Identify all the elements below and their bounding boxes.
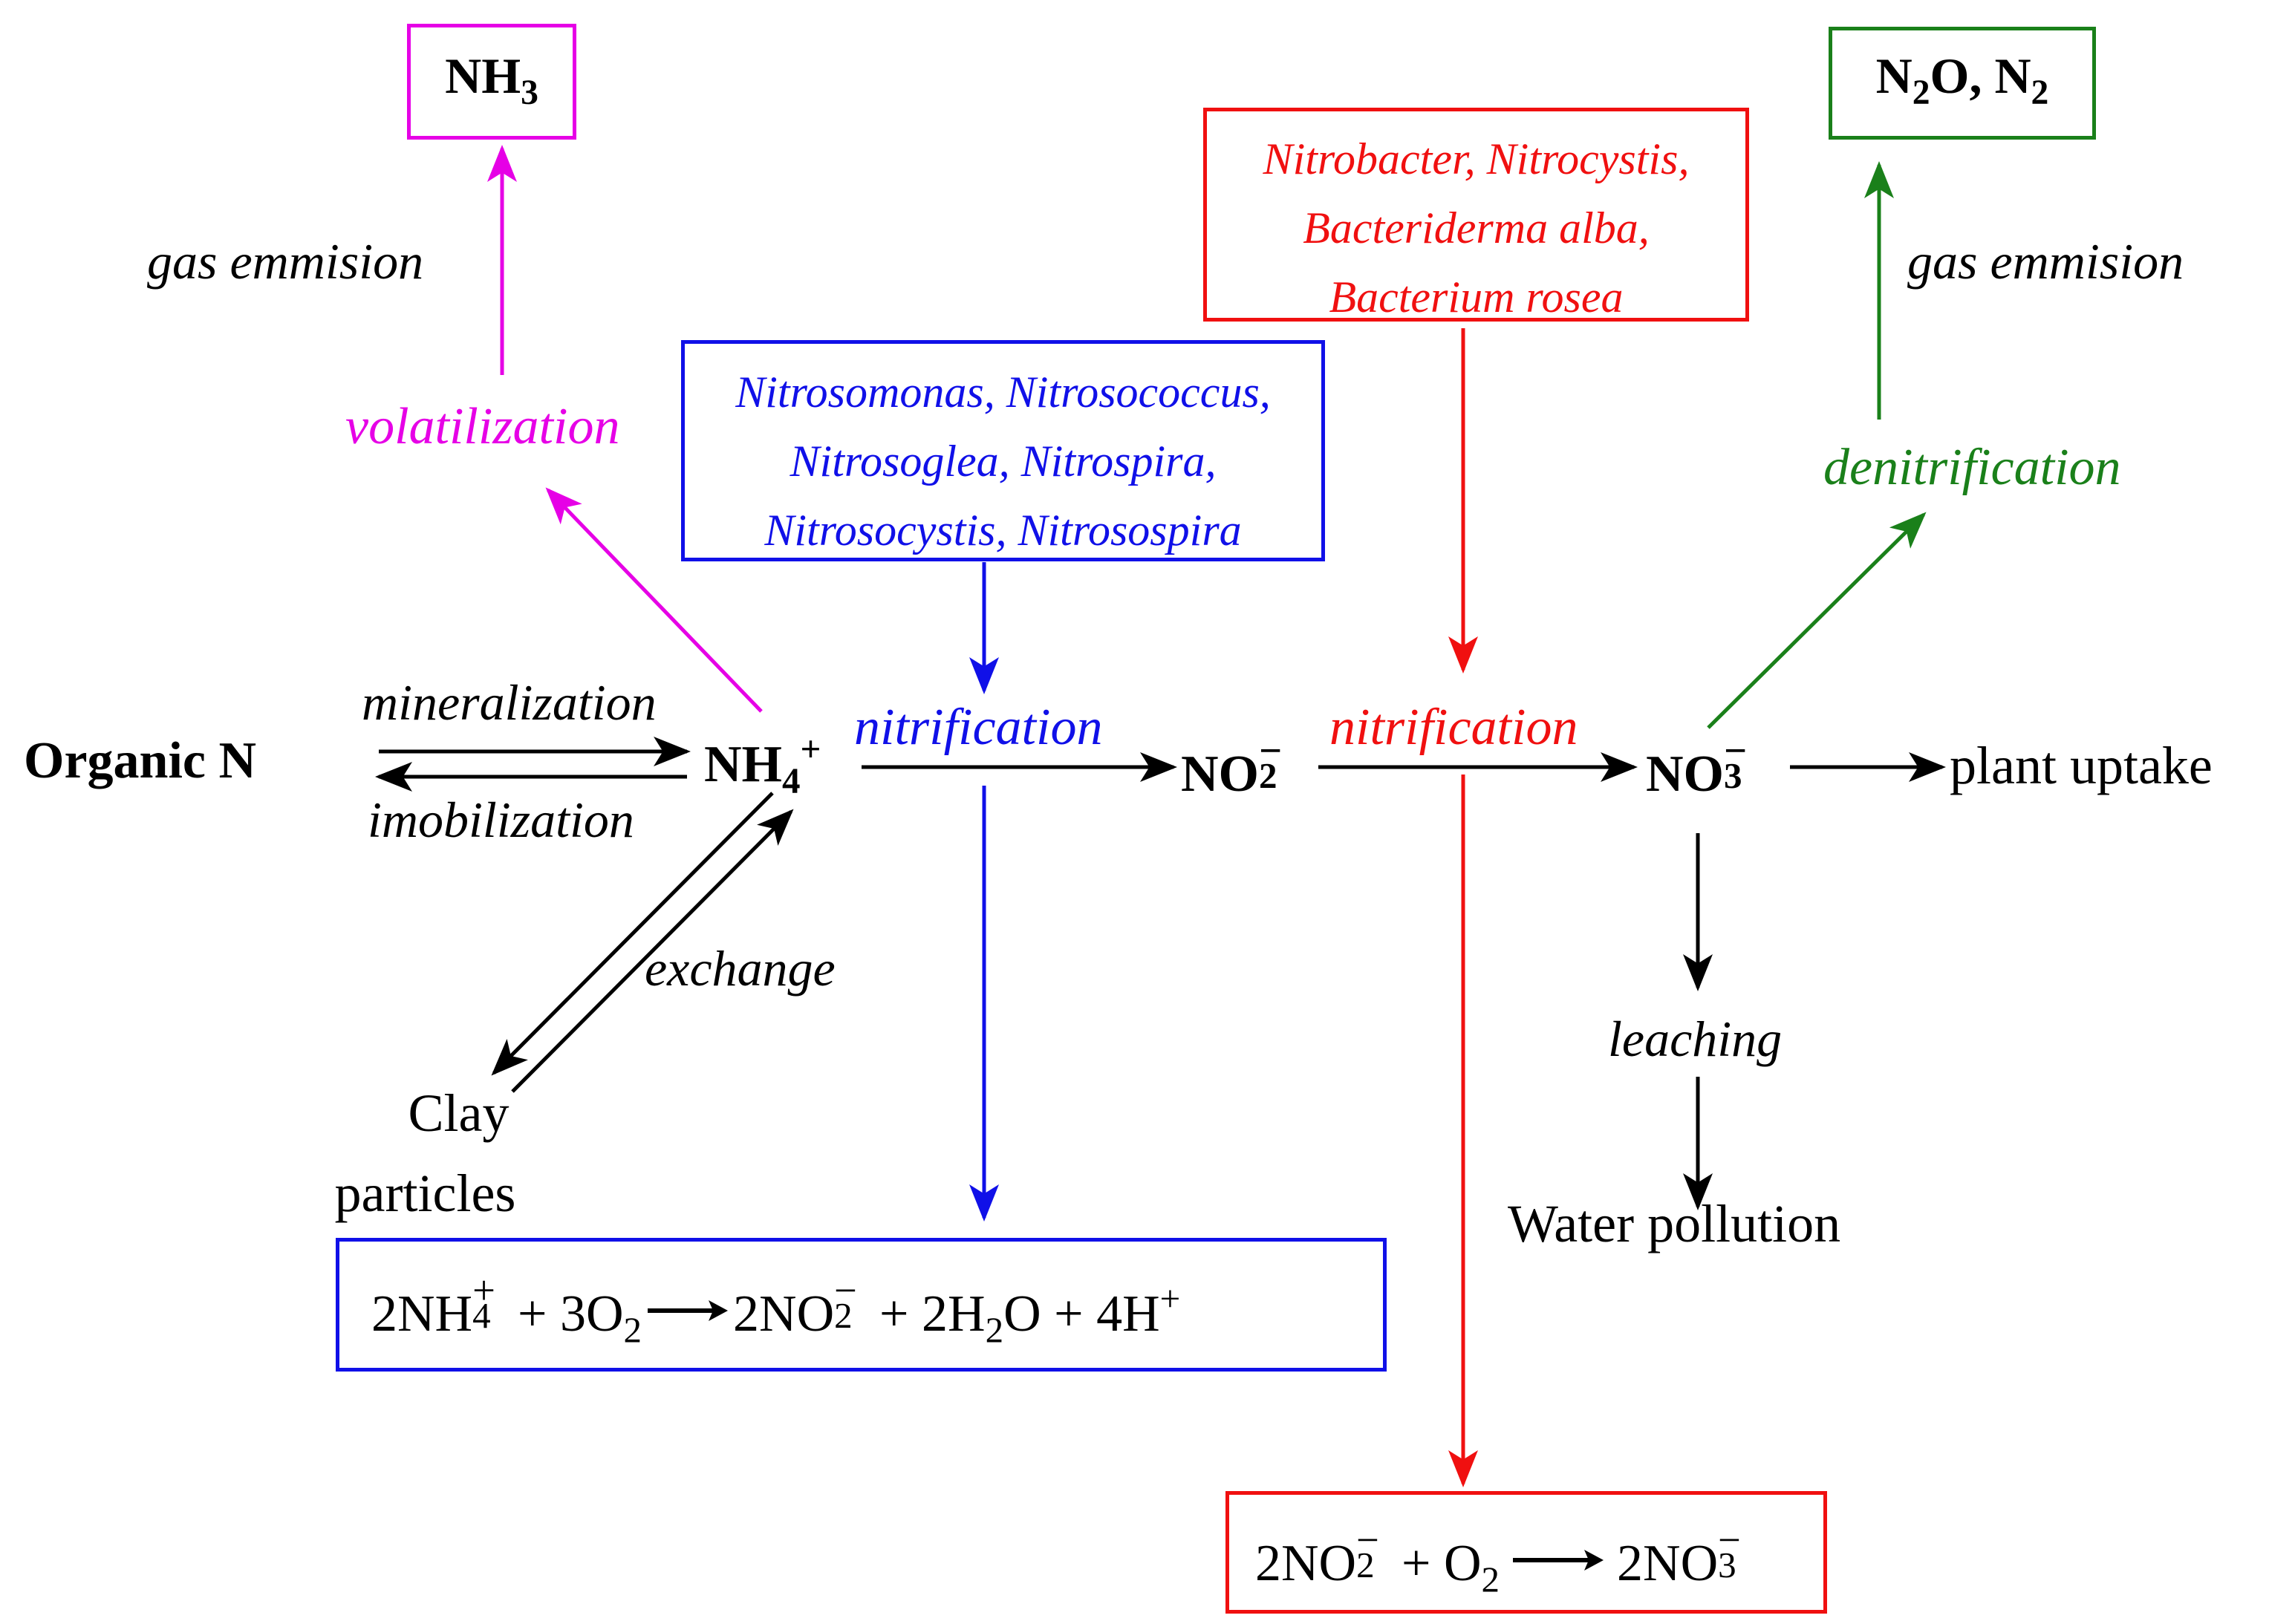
n2o-box xyxy=(1829,27,2096,140)
eq2-no3: 2NO xyxy=(1617,1535,1719,1592)
eq1-plus-o2: + 3O xyxy=(504,1285,624,1343)
nitrobacter-line-3: Bacterium rosea xyxy=(1329,273,1624,322)
arrow-no3-to-denitrification xyxy=(1707,512,1927,729)
n2o-n2-label: N2O, N2 xyxy=(1829,48,2096,111)
eq2-no2-sup: − xyxy=(1356,1517,1379,1563)
eq2-no2-sub: 2 xyxy=(1356,1544,1375,1585)
equation-1-box xyxy=(336,1238,1387,1372)
arrow-nh4-to-clay xyxy=(491,792,774,1076)
eq1-nh4-sup: + xyxy=(472,1268,495,1314)
clay-line-1: Clay xyxy=(408,1083,510,1143)
nitrosomonas-group-text: Nitrosomonas, Nitrosococcus, Nitrosoglea… xyxy=(681,358,1325,565)
nitrosomonas-line-2: Nitrosoglea, Nitrospira, xyxy=(790,437,1217,486)
eq1-o-4h: O + 4H xyxy=(1003,1285,1160,1343)
nitrosomonas-line-3: Nitrosocystis, Nitrosospira xyxy=(764,506,1242,555)
no2-subscript: 2 xyxy=(1259,754,1277,796)
organic-n-label: Organic N xyxy=(24,732,257,789)
clay-particles-label: Clay particles xyxy=(297,1073,553,1233)
eq1-nh4: 2NH xyxy=(371,1285,473,1343)
eq1-o2-sub: 2 xyxy=(623,1309,642,1351)
gas-emission-right-label: gas emmision xyxy=(1907,233,2184,290)
nh3-box xyxy=(407,24,576,140)
water-pollution-label: Water pollution xyxy=(1508,1194,1841,1253)
no2-ion: NO−2 xyxy=(1181,730,1291,803)
nh4-ion: NH4+ xyxy=(704,731,821,799)
eq2-reaction-arrow-icon xyxy=(1513,1550,1604,1571)
nitrobacter-line-2: Bacteriderma alba, xyxy=(1303,203,1650,252)
equation-2-box xyxy=(1225,1491,1827,1614)
no3-superscript: − xyxy=(1724,728,1748,774)
eq2-plus-o2: + O xyxy=(1388,1535,1482,1592)
denitrification-label: denitrification xyxy=(1823,439,2121,496)
eq2-no3-sup: − xyxy=(1718,1517,1741,1563)
volatilization-label: volatilization xyxy=(345,398,620,455)
no3-subscript: 3 xyxy=(1724,754,1742,796)
nh3-base: NH xyxy=(445,48,521,104)
nh4-subscript: 4 xyxy=(782,760,801,801)
nitrification-2-label: nitrification xyxy=(1329,699,1578,756)
clay-line-2: particles xyxy=(334,1164,516,1223)
eq1-reaction-arrow-icon xyxy=(648,1300,729,1321)
n2-subscript: 2 xyxy=(2031,74,2049,113)
mineralization-label: mineralization xyxy=(362,674,657,731)
nitrosomonas-box xyxy=(681,340,1325,561)
arrow-nh4-to-volatilization xyxy=(545,487,763,713)
imobilization-label: imobilization xyxy=(368,792,634,848)
eq1-h-sup: + xyxy=(1159,1278,1181,1320)
eq1-h2-sub: 2 xyxy=(985,1309,1004,1351)
nitrosomonas-line-1: Nitrosomonas, Nitrosococcus, xyxy=(735,368,1271,417)
no3-base: NO xyxy=(1646,746,1724,803)
eq2-no2: 2NO xyxy=(1255,1535,1357,1592)
nh4-base: NH xyxy=(704,736,782,793)
nitrobacter-box xyxy=(1203,108,1749,322)
leaching-label: leaching xyxy=(1608,1011,1783,1067)
no2-base: NO xyxy=(1181,746,1259,803)
eq1-no2-sub: 2 xyxy=(834,1294,853,1336)
no2-superscript: − xyxy=(1259,728,1283,774)
eq1-nh4-sub: 4 xyxy=(472,1294,491,1336)
eq1-no2: 2NO xyxy=(733,1285,835,1343)
n2o-subscript: 2 xyxy=(1912,74,1930,113)
plant-uptake-label: plant uptake xyxy=(1950,736,2213,795)
nh3-label: NH3 xyxy=(407,48,576,111)
nitrobacter-line-1: Nitrobacter, Nitrocystis, xyxy=(1263,134,1690,183)
nh4-superscript: + xyxy=(800,728,821,770)
eq1-plus-h2o: + 2H xyxy=(866,1285,986,1343)
nitrobacter-group-text: Nitrobacter, Nitrocystis, Bacteriderma a… xyxy=(1203,125,1749,332)
nh3-subscript: 3 xyxy=(521,74,538,113)
n2o-n: N xyxy=(1875,48,1912,104)
eq2-o2-sub: 2 xyxy=(1481,1559,1500,1600)
no3-ion: NO−3 xyxy=(1646,730,1756,803)
n2o-rest: O, N xyxy=(1930,48,2031,104)
arrow-clay-to-nh4 xyxy=(511,809,794,1093)
exchange-label: exchange xyxy=(645,940,836,997)
eq2-no3-sub: 3 xyxy=(1718,1544,1736,1585)
eq1-no2-sup: − xyxy=(834,1268,857,1314)
gas-emission-left-label: gas emmision xyxy=(147,233,424,290)
nitrification-1-label: nitrification xyxy=(854,699,1103,756)
